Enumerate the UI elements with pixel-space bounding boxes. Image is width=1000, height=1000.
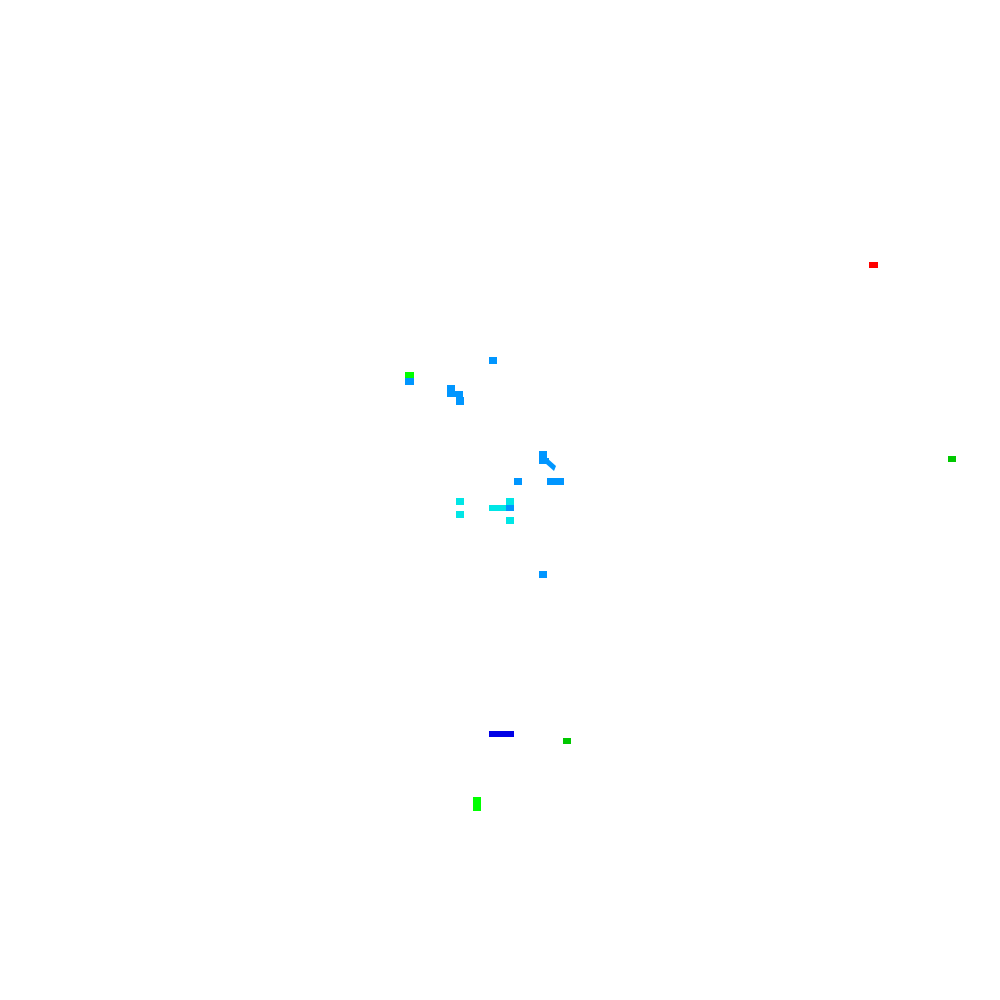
blue-mark: [489, 731, 514, 737]
azure-mark: [547, 478, 564, 485]
cyan-mark: [489, 505, 506, 511]
cyan-mark: [506, 517, 514, 524]
azure-mark: [456, 397, 464, 405]
red-mark: [869, 262, 878, 268]
azure-mark: [447, 385, 455, 392]
cyan-mark: [456, 511, 464, 518]
azure-mark: [539, 451, 547, 458]
pixel-marks: [405, 262, 956, 811]
cyan-mark: [456, 498, 464, 505]
azure-mark: [447, 391, 463, 397]
bright-green-mark: [405, 372, 414, 378]
green-mark: [563, 738, 571, 744]
green-mark: [948, 456, 956, 462]
azure-mark: [539, 458, 549, 464]
bright-green-mark: [473, 797, 481, 811]
azure-mark: [545, 458, 556, 471]
azure-mark: [539, 571, 547, 578]
azure-mark: [506, 504, 514, 511]
azure-mark: [489, 357, 497, 364]
cyan-mark: [506, 498, 514, 505]
azure-mark: [405, 378, 414, 385]
azure-mark: [514, 478, 522, 485]
